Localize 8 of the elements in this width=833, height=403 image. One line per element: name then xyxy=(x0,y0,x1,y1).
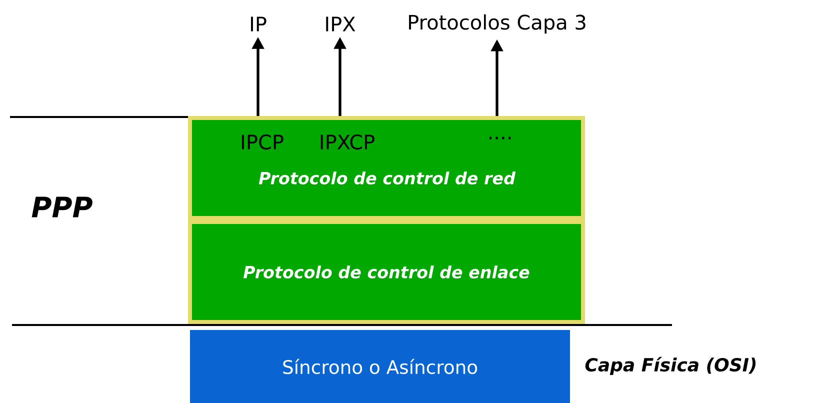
protocol-layer-box: Síncrono o Asíncrono xyxy=(190,330,570,403)
protocol-layer-box: IPCP IPXCP .... Protocolo de control de red xyxy=(188,116,586,220)
protocol-label: IP xyxy=(251,16,266,32)
layer-caption: Capa Física (OSI) xyxy=(585,356,756,376)
protocol-layer-box: Protocolo de control de enlace xyxy=(188,220,586,324)
layer-title: PPP xyxy=(32,196,92,218)
protocol-label: Protocolos Capa 3 xyxy=(409,14,586,34)
protocol-label: IPX xyxy=(326,16,356,32)
